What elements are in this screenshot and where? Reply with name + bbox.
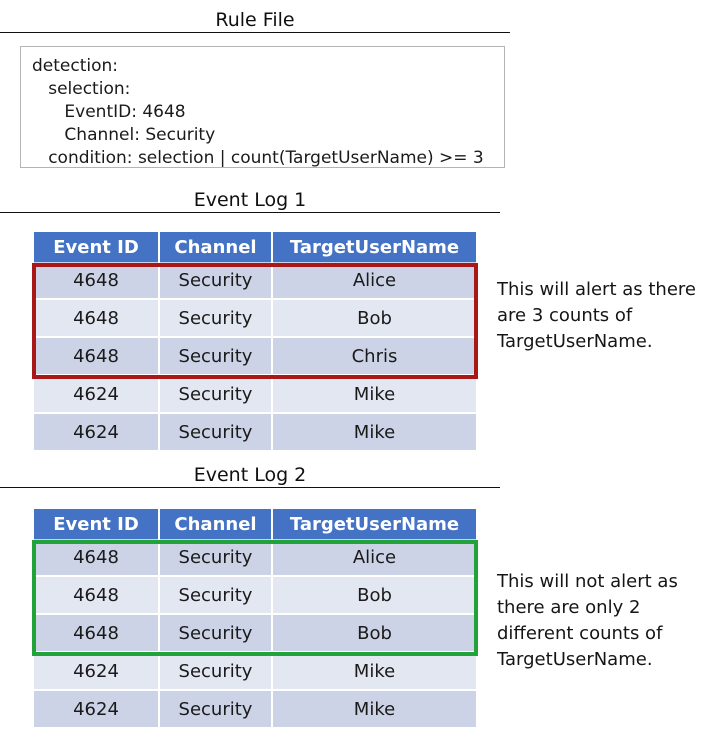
cell-channel: Security <box>159 413 273 450</box>
table-row: 4648 Security Alice <box>34 262 476 300</box>
table-row: 4648 Security Chris <box>34 337 476 376</box>
cell-channel: Security <box>159 576 273 615</box>
cell-target-user-name: Mike <box>272 690 476 727</box>
event-log-2-annotation: This will not alert as there are only 2 … <box>497 571 678 670</box>
table-header-row: Event ID Channel TargetUserName <box>34 509 476 539</box>
cell-event-id: 4624 <box>34 690 160 727</box>
column-header-channel: Channel <box>159 232 273 262</box>
cell-event-id: 4624 <box>34 413 160 450</box>
cell-target-user-name: Alice <box>272 262 476 300</box>
table-row: 4624 Security Mike <box>34 652 476 691</box>
cell-target-user-name: Bob <box>272 299 476 338</box>
cell-channel: Security <box>159 690 273 727</box>
rule-line-detection: detection: <box>32 56 119 76</box>
column-header-target-user-name: TargetUserName <box>272 232 476 262</box>
column-header-event-id: Event ID <box>34 232 160 262</box>
cell-channel: Security <box>159 614 273 653</box>
event-log-2-title-text: Event Log 2 <box>193 464 307 486</box>
cell-target-user-name: Mike <box>272 375 476 414</box>
rule-line-eventid: EventID: 4648 <box>32 102 186 122</box>
event-log-1-title-text: Event Log 1 <box>193 189 307 211</box>
rule-line-condition: condition: selection | count(TargetUserN… <box>32 148 484 168</box>
event-log-1-annotation: This will alert as there are 3 counts of… <box>497 279 696 352</box>
cell-channel: Security <box>159 652 273 691</box>
cell-target-user-name: Chris <box>272 337 476 376</box>
cell-channel: Security <box>159 337 273 376</box>
table-row: 4648 Security Bob <box>34 576 476 615</box>
cell-event-id: 4624 <box>34 375 160 414</box>
cell-channel: Security <box>159 262 273 300</box>
cell-target-user-name: Mike <box>272 413 476 450</box>
event-log-2-title: Event Log 2 <box>0 464 500 488</box>
event-log-2-table: Event ID Channel TargetUserName 4648 Sec… <box>34 509 476 727</box>
table-row: 4648 Security Bob <box>34 614 476 653</box>
cell-channel: Security <box>159 539 273 577</box>
cell-event-id: 4648 <box>34 614 160 653</box>
cell-event-id: 4648 <box>34 337 160 376</box>
event-log-1-title: Event Log 1 <box>0 189 500 213</box>
cell-event-id: 4648 <box>34 576 160 615</box>
rule-line-selection: selection: <box>32 79 131 99</box>
cell-event-id: 4648 <box>34 539 160 577</box>
cell-channel: Security <box>159 375 273 414</box>
table-header-row: Event ID Channel TargetUserName <box>34 232 476 262</box>
cell-target-user-name: Alice <box>272 539 476 577</box>
column-header-event-id: Event ID <box>34 509 160 539</box>
cell-event-id: 4648 <box>34 299 160 338</box>
cell-target-user-name: Mike <box>272 652 476 691</box>
rule-file-title-text: Rule File <box>215 9 295 31</box>
rule-file-box: detection: selection: EventID: 4648 Chan… <box>20 46 505 168</box>
cell-channel: Security <box>159 299 273 338</box>
table-row: 4624 Security Mike <box>34 413 476 450</box>
rule-file-title: Rule File <box>0 9 510 33</box>
table-row: 4648 Security Alice <box>34 539 476 577</box>
cell-target-user-name: Bob <box>272 614 476 653</box>
cell-event-id: 4624 <box>34 652 160 691</box>
rule-line-channel: Channel: Security <box>32 125 216 145</box>
table-row: 4624 Security Mike <box>34 690 476 727</box>
column-header-target-user-name: TargetUserName <box>272 509 476 539</box>
event-log-1-table: Event ID Channel TargetUserName 4648 Sec… <box>34 232 476 450</box>
table-row: 4648 Security Bob <box>34 299 476 338</box>
cell-target-user-name: Bob <box>272 576 476 615</box>
cell-event-id: 4648 <box>34 262 160 300</box>
column-header-channel: Channel <box>159 509 273 539</box>
table-row: 4624 Security Mike <box>34 375 476 414</box>
